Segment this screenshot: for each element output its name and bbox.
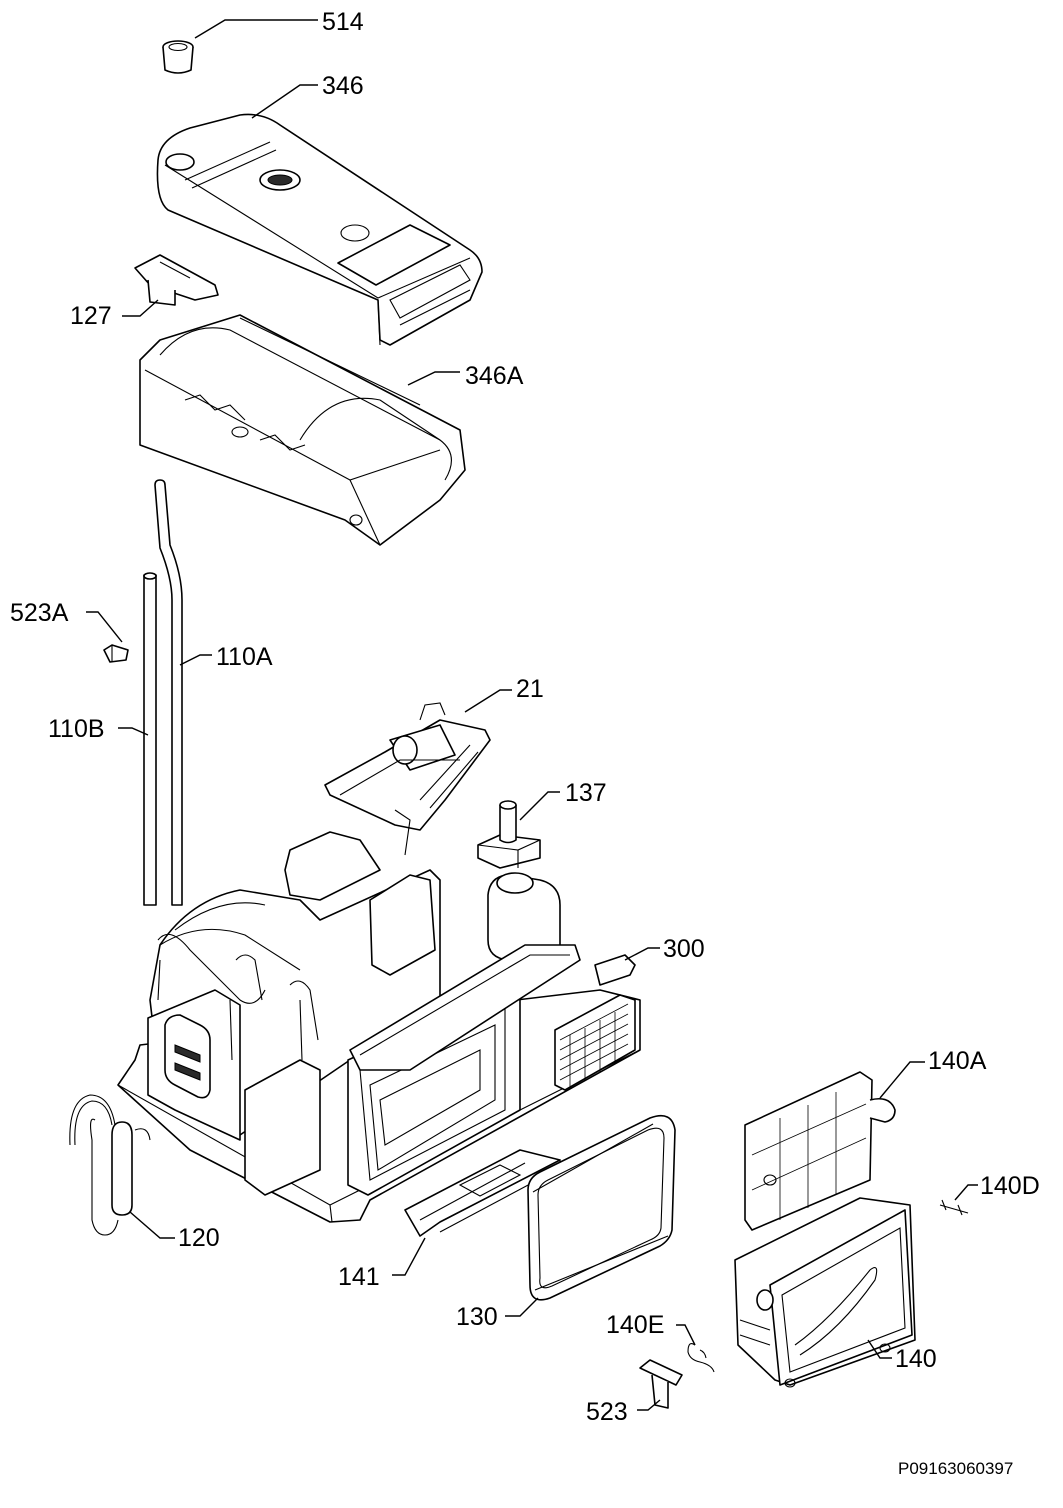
part-346A-inner-tray	[139, 314, 466, 546]
leader-137	[519, 791, 560, 821]
part-523A-clip	[103, 644, 129, 663]
leader-140A	[879, 1061, 925, 1099]
leader-346	[251, 84, 318, 119]
label-110B: 110B	[48, 715, 105, 743]
part-110A-tube	[154, 479, 183, 906]
leader-120	[129, 1211, 175, 1239]
part-21-control-assembly	[324, 702, 491, 856]
label-21: 21	[516, 675, 544, 703]
label-514: 514	[322, 8, 364, 36]
leader-140	[867, 1339, 892, 1359]
part-514-cap	[162, 40, 194, 74]
label-523A: 523A	[10, 599, 69, 627]
label-140E: 140E	[606, 1311, 664, 1339]
leader-300	[624, 947, 660, 961]
label-346: 346	[322, 72, 364, 100]
label-300: 300	[663, 935, 705, 963]
leader-523	[637, 1399, 661, 1411]
label-523: 523	[586, 1398, 628, 1426]
label-137: 137	[565, 779, 607, 807]
leader-127	[122, 299, 159, 317]
part-141-rail	[404, 1149, 561, 1237]
label-141: 141	[338, 1263, 380, 1291]
part-127-latch	[134, 254, 219, 306]
part-140E-spring	[687, 1343, 715, 1373]
part-110B-tube	[143, 572, 157, 906]
label-110A: 110A	[216, 643, 273, 671]
part-300-chassis	[117, 831, 641, 1223]
label-140D: 140D	[980, 1172, 1040, 1200]
leader-21	[464, 689, 512, 713]
leader-523A	[86, 611, 123, 643]
label-346A: 346A	[465, 362, 524, 390]
label-130: 130	[456, 1303, 498, 1331]
part-140-bucket	[734, 1197, 916, 1388]
leader-346A	[407, 371, 460, 386]
part-346-top-cover	[156, 113, 483, 346]
leader-514	[194, 19, 318, 39]
label-140A: 140A	[928, 1047, 987, 1075]
part-140D-pin	[939, 1199, 969, 1216]
part-120-capillary	[69, 1094, 151, 1236]
part-137-bracket	[477, 800, 541, 869]
label-140: 140	[895, 1345, 937, 1373]
label-120: 120	[178, 1224, 220, 1252]
leader-110B	[118, 727, 149, 736]
part-130-gasket	[527, 1114, 676, 1301]
label-127: 127	[70, 302, 112, 330]
leader-140D	[954, 1184, 978, 1201]
part-523-clip	[639, 1359, 683, 1409]
part-140A-filter	[744, 1071, 896, 1231]
leader-110A	[179, 654, 212, 666]
drawing-code: P09163060397	[898, 1459, 1013, 1478]
leader-130	[505, 1297, 539, 1317]
leader-140E	[676, 1324, 696, 1346]
leader-141	[392, 1237, 426, 1276]
